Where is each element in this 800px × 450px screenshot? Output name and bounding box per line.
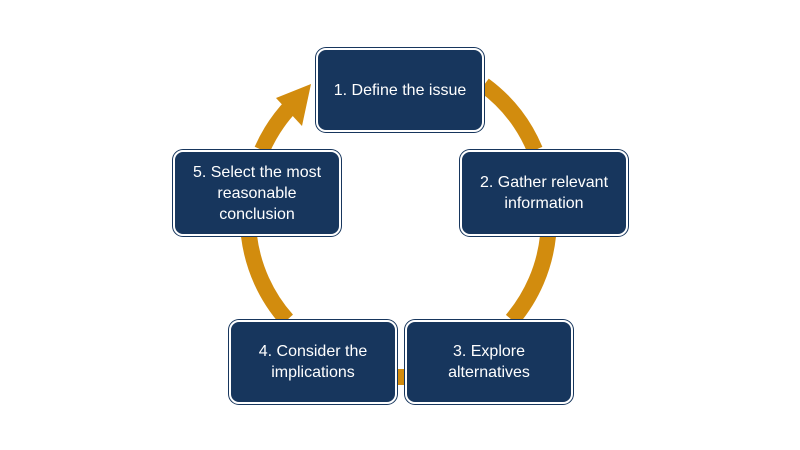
connector-4-5 — [241, 234, 294, 326]
step-2-gather-information: 2. Gather relevant information — [460, 150, 628, 236]
step-3-explore-alternatives: 3. Explore alternatives — [405, 320, 573, 404]
step-5-label: 5. Select the most reasonable conclusion — [192, 163, 322, 223]
step-2-label: 2. Gather relevant information — [479, 174, 609, 212]
step-1-label: 1. Define the issue — [333, 81, 467, 99]
arrowhead-icon — [276, 84, 311, 126]
step-4-consider-implications: 4. Consider the implications — [229, 320, 397, 404]
step-5-select-conclusion: 5. Select the most reasonable conclusion — [173, 150, 341, 236]
connector-5-1 — [254, 99, 298, 154]
connector-2-3 — [505, 234, 556, 326]
step-3-label: 3. Explore alternatives — [448, 343, 530, 381]
connector-1-2 — [479, 78, 543, 154]
step-4-label: 4. Consider the implications — [258, 343, 368, 381]
step-1-define-issue: 1. Define the issue — [316, 48, 484, 132]
